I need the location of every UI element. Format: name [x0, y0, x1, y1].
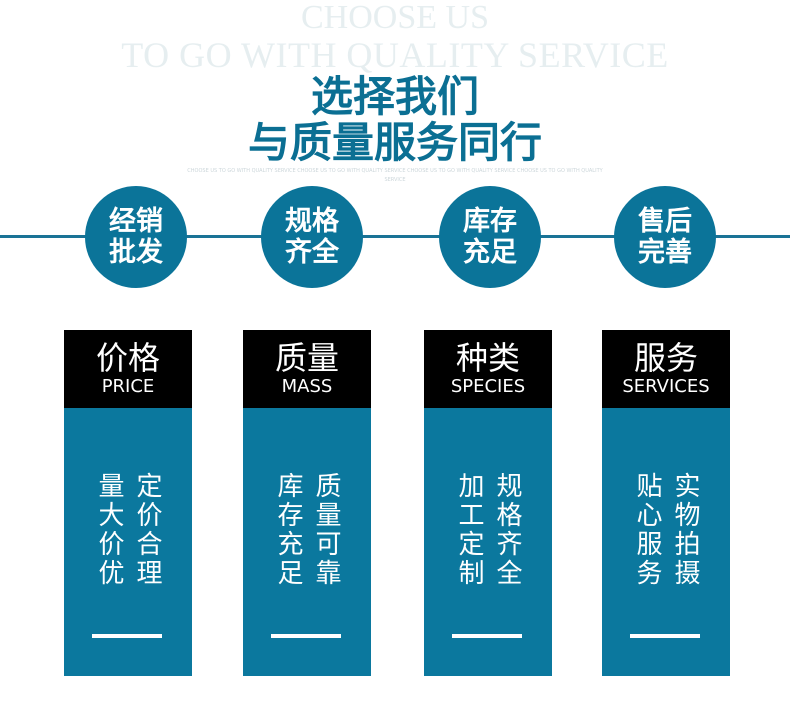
bg-watermark-line2: TO GO WITH QUALITY SERVICE [121, 35, 669, 75]
title-line2: 与质量服务同行 [247, 118, 542, 167]
card-text-left: 量大价优 [94, 472, 124, 588]
circle-badge: 售后完善 [614, 186, 716, 288]
card-title: 种类 [455, 339, 520, 377]
card-underline [271, 634, 341, 638]
circle-text: 齐全 [285, 237, 339, 268]
card-text-right: 定价合理 [132, 472, 162, 588]
circle-text: 规格 [285, 206, 339, 237]
card-subtitle: SPECIES [450, 376, 526, 397]
circle-text: 完善 [638, 237, 692, 268]
circle-text: 经销 [109, 206, 163, 237]
card-underline [630, 634, 700, 638]
card-text-left: 加工定制 [454, 472, 484, 588]
title-line1: 选择我们 [310, 72, 479, 121]
card-underline [452, 634, 522, 638]
circle-text: 库存 [463, 206, 517, 237]
circle-text: 充足 [463, 237, 517, 268]
circle-text: 批发 [109, 237, 163, 268]
card-text-right: 实物拍摄 [670, 472, 700, 588]
card-title: 质量 [274, 339, 339, 377]
card-subtitle: PRICE [101, 376, 155, 397]
card-subtitle: MASS [281, 376, 333, 397]
circle-badge: 经销批发 [85, 186, 187, 288]
card-text-left: 贴心服务 [632, 472, 662, 588]
divider-line [0, 235, 790, 238]
circle-text: 售后 [638, 206, 692, 237]
card-title: 服务 [633, 339, 698, 377]
card-title: 价格 [95, 339, 160, 377]
small-watermark-text: CHOOSE US TO GO WITH QUALITY SERVICE CHO… [187, 168, 603, 183]
circle-badge: 规格齐全 [261, 186, 363, 288]
card-text-right: 质量可靠 [311, 472, 341, 588]
circle-badge: 库存充足 [439, 186, 541, 288]
card-text-right: 规格齐全 [492, 472, 522, 588]
card-subtitle: SERVICES [622, 376, 710, 397]
card-text-left: 库存充足 [273, 472, 303, 588]
bg-watermark-line1: CHOOSE US [301, 0, 489, 36]
card-underline [92, 634, 162, 638]
